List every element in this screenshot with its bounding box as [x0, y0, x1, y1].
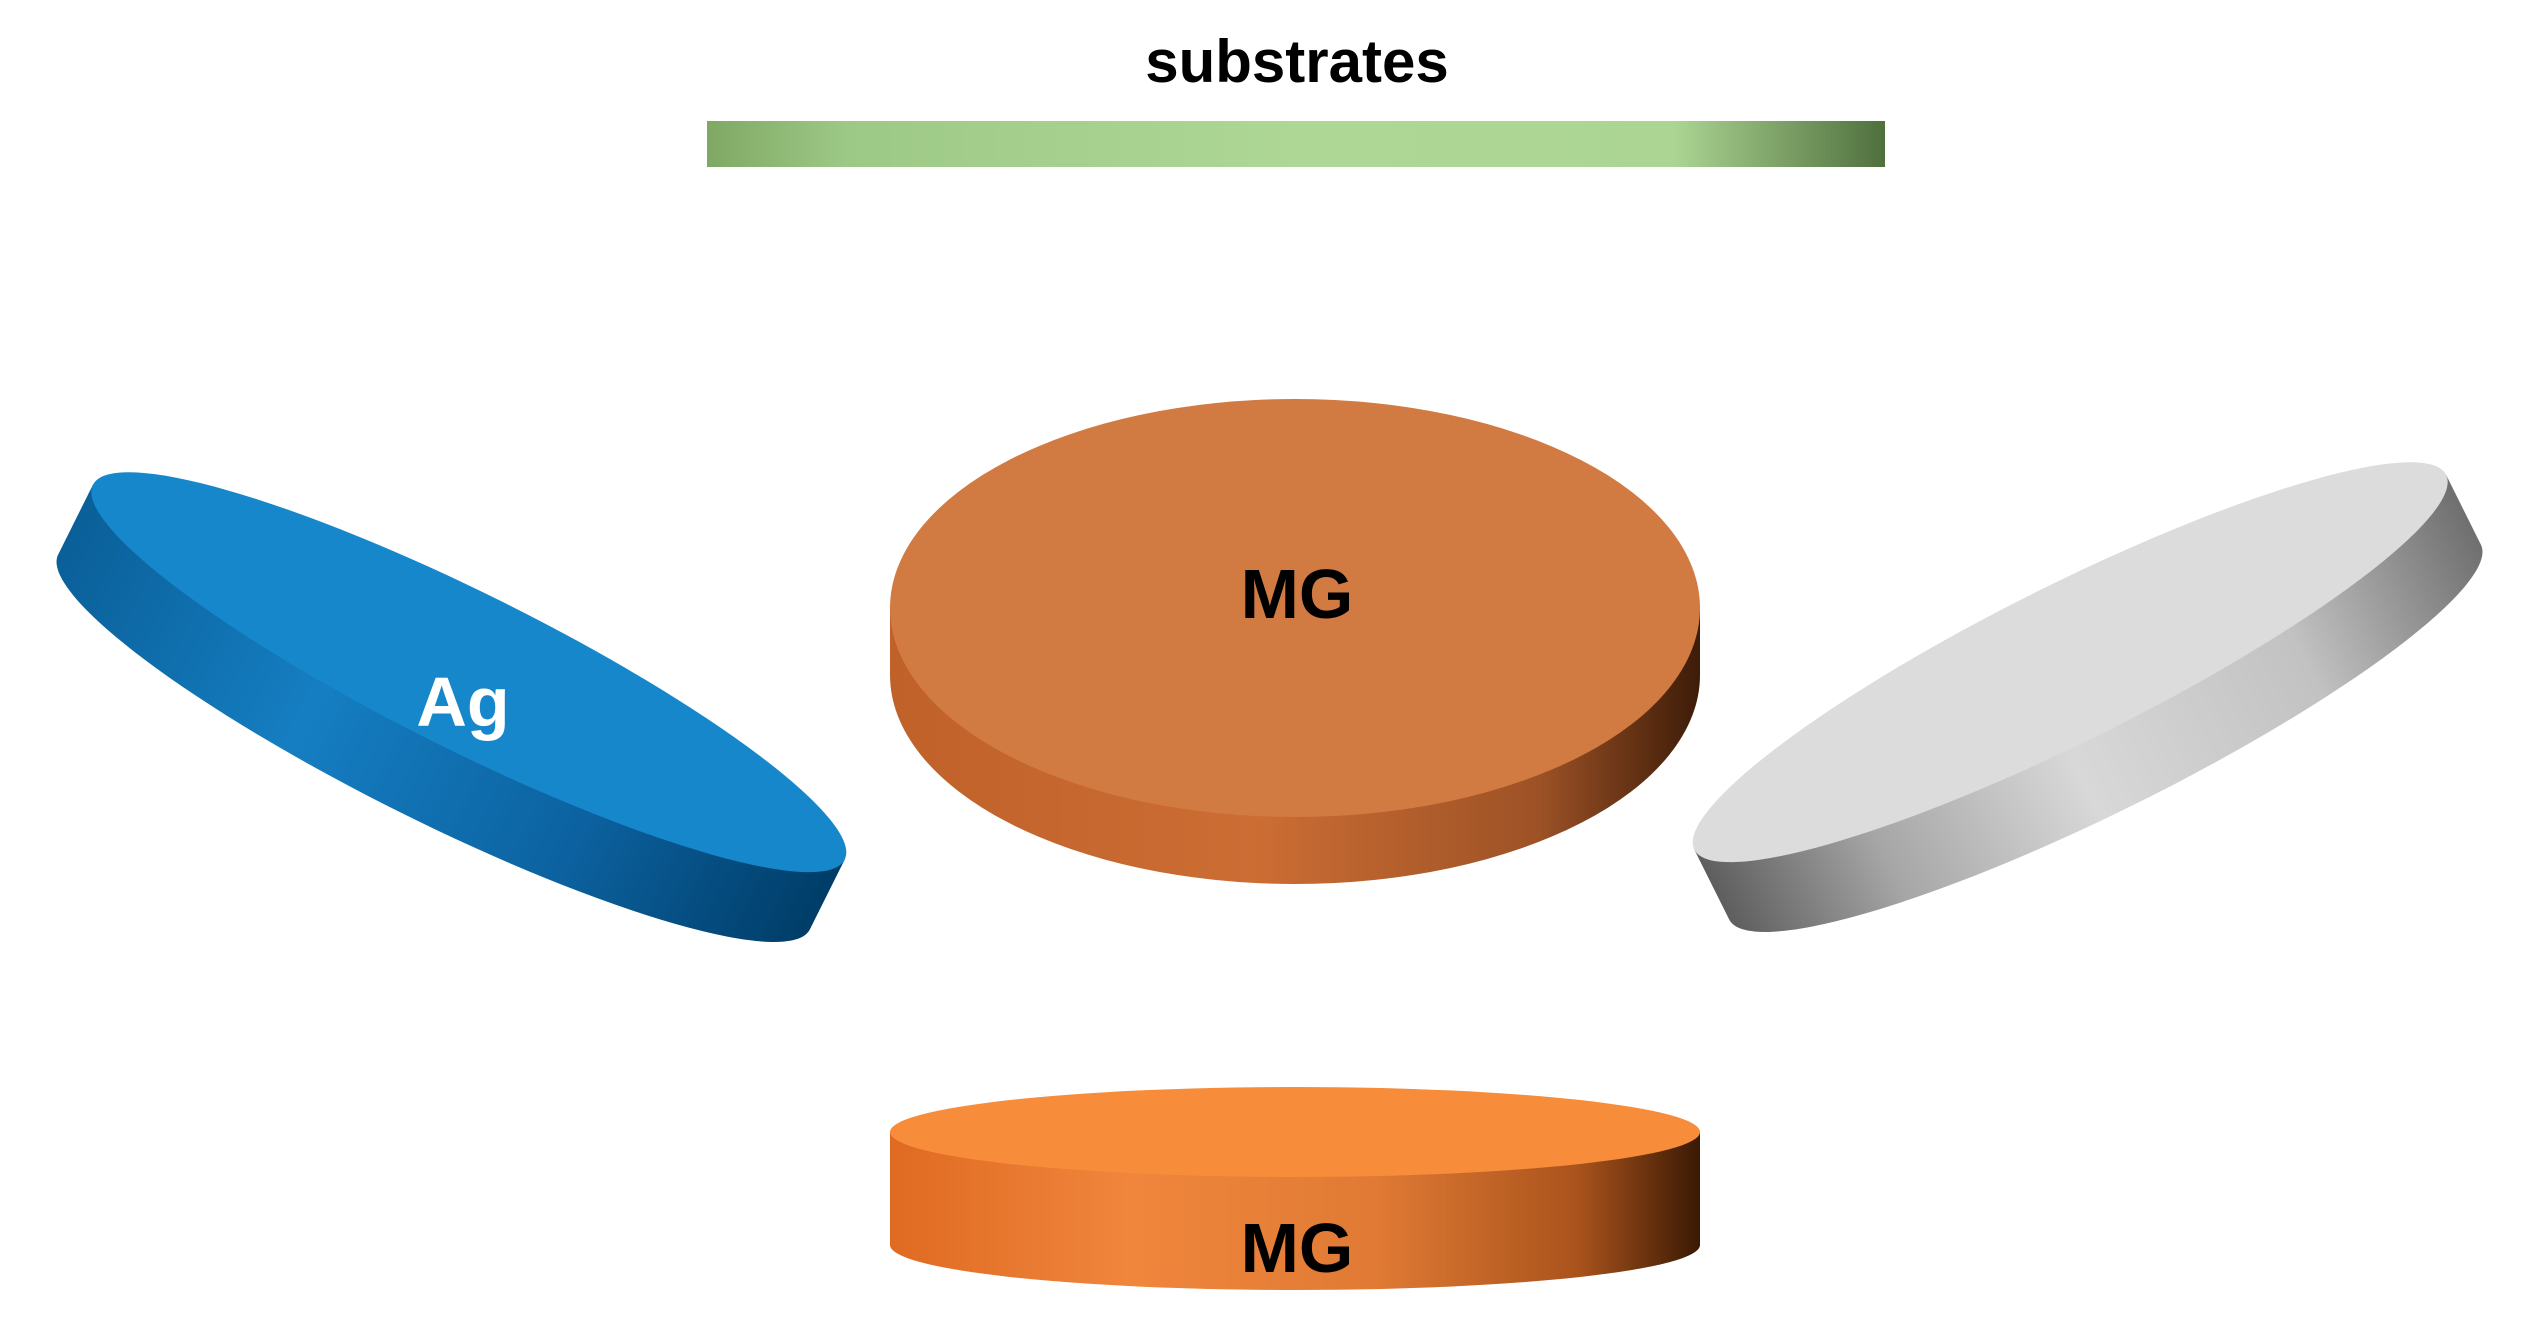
target-ag-label: Ag: [416, 663, 509, 741]
target-ag-top: [91, 472, 847, 873]
target-mg-bottom-side: [890, 1132, 1700, 1290]
target-mg-bottom-face: [890, 1087, 1700, 1177]
target-gray-top: [1692, 462, 2448, 863]
target-mg-top: [890, 399, 1700, 884]
target-mg-bottom-label: MG: [1241, 1209, 1354, 1287]
substrates-title: substrates: [1145, 28, 1448, 95]
target-mg-top-face: [890, 399, 1700, 817]
substrate-bar: [707, 121, 1885, 167]
target-mg-bottom: [890, 1087, 1700, 1290]
target-ag: [56, 472, 847, 942]
target-mg-top-label: MG: [1241, 555, 1354, 633]
target-gray: [1692, 462, 2483, 932]
